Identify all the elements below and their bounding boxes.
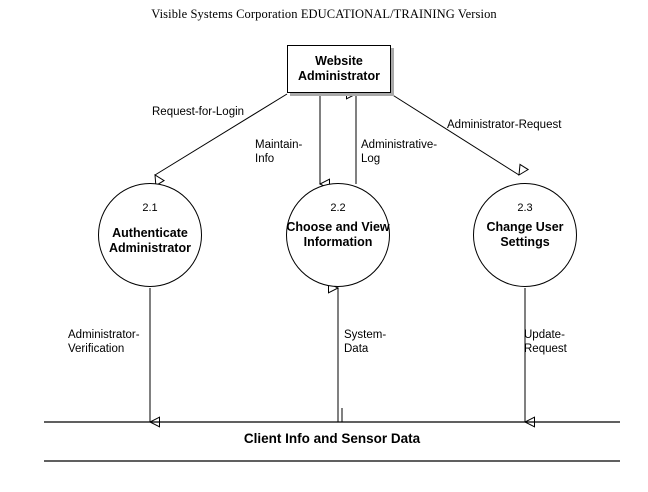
process-2-1-number: 2.1	[142, 202, 158, 214]
flow-label-system-data: System- Data	[344, 329, 387, 355]
process-2-3-label: Change User Settings	[486, 220, 564, 249]
flow-line-administrator-request	[390, 93, 530, 176]
flow-label-administrator-request: Administrator-Request	[447, 119, 562, 131]
process-2-1[interactable]: 2.1 Authenticate Administrator	[98, 183, 202, 287]
process-2-1-label: Authenticate Administrator	[109, 226, 191, 255]
page-title: Visible Systems Corporation EDUCATIONAL/…	[151, 7, 497, 21]
external-entity-website-administrator[interactable]: Website Administrator	[287, 45, 391, 93]
process-2-2-label: Choose and View Information	[286, 220, 390, 249]
flow-label-maintain-info: Maintain- Info	[255, 139, 303, 165]
datastore-client-info-and-sensor-data[interactable]: Client Info and Sensor Data	[243, 431, 421, 446]
process-2-3[interactable]: 2.3 Change User Settings	[473, 183, 577, 287]
process-2-2-number: 2.2	[330, 202, 346, 214]
flow-label-update-request: Update- Request	[524, 329, 567, 355]
flow-label-request-for-login: Request-for-Login	[152, 106, 245, 118]
flow-label-administrator-verification: Administrator- Verification	[68, 329, 140, 355]
external-entity-label: Website Administrator	[298, 54, 380, 83]
flow-label-administrative-log: Administrative- Log	[361, 139, 438, 165]
process-2-3-number: 2.3	[517, 202, 533, 214]
process-2-2[interactable]: 2.2 Choose and View Information	[286, 183, 390, 287]
flow-line-request-for-login	[154, 93, 288, 187]
